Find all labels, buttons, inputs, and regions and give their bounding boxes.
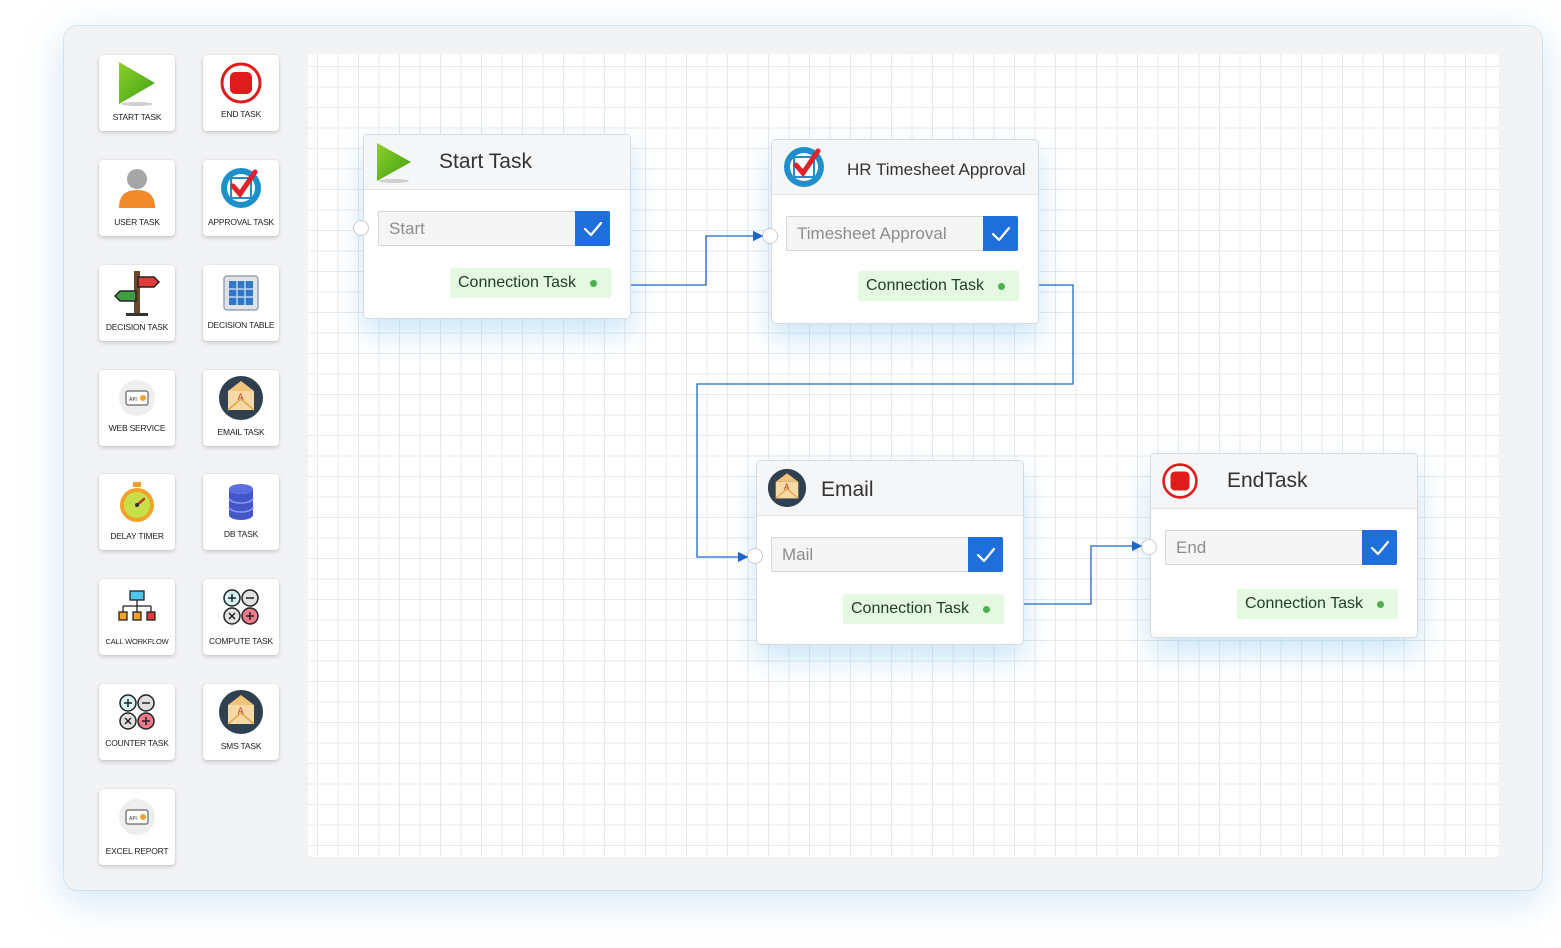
palette-label: APPROVAL TASK (207, 217, 275, 227)
math-operators-icon (203, 583, 279, 631)
node-email[interactable]: A Email Mail Connection Task (756, 460, 1024, 645)
node-title: EndTask (1227, 469, 1308, 492)
input-port[interactable] (762, 228, 778, 244)
user-icon (99, 164, 175, 212)
palette-email-task[interactable]: A EMAIL TASK (203, 370, 279, 446)
palette-excel-report[interactable]: API EXCEL REPORT (99, 789, 175, 865)
node-title: Start Task (439, 150, 532, 173)
output-port-dot[interactable] (1377, 600, 1384, 608)
palette-label: COUNTER TASK (105, 738, 169, 748)
palette-label: CALL WORKFLOW (105, 637, 169, 646)
workflow-tree-icon (99, 583, 175, 631)
envelope-icon: A (203, 374, 279, 422)
check-icon (976, 547, 995, 562)
svg-text:A: A (238, 393, 245, 403)
palette-label: SMS TASK (220, 741, 262, 751)
task-name-input[interactable]: Timesheet Approval (786, 216, 1018, 251)
stopwatch-icon (99, 478, 175, 526)
input-value: Mail (782, 545, 814, 564)
node-header[interactable]: HR Timesheet Approval (772, 140, 1038, 195)
node-title: HR Timesheet Approval (847, 160, 1026, 179)
input-port[interactable] (747, 548, 763, 564)
confirm-button[interactable] (1362, 530, 1397, 565)
palette-label: END TASK (220, 109, 262, 119)
check-icon (991, 226, 1010, 241)
output-port-dot[interactable] (998, 282, 1005, 290)
node-start-task[interactable]: Start Task Start Connection Task (363, 134, 631, 319)
input-port[interactable] (1141, 539, 1157, 555)
palette-delay-timer[interactable]: DELAY TIMER (99, 474, 175, 550)
palette-label: DECISION TASK (105, 322, 169, 332)
table-icon (203, 269, 279, 317)
palette-label: EMAIL TASK (217, 427, 265, 437)
node-header[interactable]: Start Task (364, 135, 630, 190)
palette-call-workflow[interactable]: CALL WORKFLOW (99, 579, 175, 655)
palette-label: USER TASK (114, 217, 160, 227)
play-icon (374, 141, 414, 183)
input-value: Start (389, 219, 425, 238)
palette-approval-task[interactable]: APPROVAL TASK (203, 160, 279, 236)
palette-user-task[interactable]: USER TASK (99, 160, 175, 236)
node-header[interactable]: A Email (757, 461, 1023, 516)
input-value: Timesheet Approval (797, 224, 947, 243)
palette-decision-table[interactable]: DECISION TABLE (203, 265, 279, 341)
envelope-icon: A (767, 468, 807, 508)
connection-label: Connection Task (866, 277, 984, 294)
palette-db-task[interactable]: DB TASK (203, 474, 279, 550)
svg-text:API: API (129, 397, 137, 403)
connection-label: Connection Task (851, 600, 969, 617)
palette-label: DB TASK (223, 529, 259, 539)
palette-start-task[interactable]: START TASK (99, 55, 175, 131)
confirm-button[interactable] (575, 211, 610, 246)
stop-icon (1161, 462, 1199, 500)
palette-label: START TASK (112, 112, 162, 122)
check-icon (1370, 540, 1389, 555)
play-icon (99, 59, 175, 107)
math-operators-icon (99, 688, 175, 736)
connection-task-handle[interactable]: Connection Task (858, 271, 1019, 301)
signpost-icon (99, 269, 175, 317)
connection-task-handle[interactable]: Connection Task (450, 268, 611, 298)
input-port[interactable] (353, 220, 369, 236)
confirm-button[interactable] (983, 216, 1018, 251)
palette-label: WEB SERVICE (108, 423, 166, 433)
palette-counter-task[interactable]: COUNTER TASK (99, 684, 175, 760)
svg-text:API: API (129, 816, 137, 822)
node-end-task[interactable]: EndTask End Connection Task (1150, 453, 1418, 638)
palette-web-service[interactable]: API WEB SERVICE (99, 370, 175, 446)
task-name-input[interactable]: Mail (771, 537, 1003, 572)
approval-check-icon (782, 145, 826, 189)
output-port-dot[interactable] (590, 279, 597, 287)
palette-label: EXCEL REPORT (105, 846, 169, 856)
confirm-button[interactable] (968, 537, 1003, 572)
svg-text:A: A (784, 483, 790, 492)
connection-label: Connection Task (1245, 595, 1363, 612)
output-port-dot[interactable] (983, 605, 990, 613)
node-header[interactable]: EndTask (1151, 454, 1417, 509)
node-hr-timesheet-approval[interactable]: HR Timesheet Approval Timesheet Approval… (771, 139, 1039, 324)
node-title: Email (821, 478, 874, 501)
svg-text:A: A (238, 707, 245, 717)
palette-label: COMPUTE TASK (209, 636, 273, 646)
task-name-input[interactable]: Start (378, 211, 610, 246)
api-gear-icon: API (99, 793, 175, 841)
palette-compute-task[interactable]: COMPUTE TASK (203, 579, 279, 655)
task-name-input[interactable]: End (1165, 530, 1397, 565)
palette-sms-task[interactable]: A SMS TASK (203, 684, 279, 760)
connection-label: Connection Task (458, 274, 576, 291)
palette-end-task[interactable]: END TASK (203, 55, 279, 131)
palette-label: DECISION TABLE (207, 320, 275, 330)
envelope-icon: A (203, 688, 279, 736)
palette-label: DELAY TIMER (110, 531, 164, 541)
connection-task-handle[interactable]: Connection Task (1237, 589, 1398, 619)
database-icon (203, 478, 279, 526)
check-icon (583, 221, 602, 236)
approval-check-icon (203, 164, 279, 212)
palette-decision-task[interactable]: DECISION TASK (99, 265, 175, 341)
stop-icon (203, 59, 279, 107)
api-gear-icon: API (99, 374, 175, 422)
connection-task-handle[interactable]: Connection Task (843, 594, 1004, 624)
input-value: End (1176, 538, 1207, 557)
